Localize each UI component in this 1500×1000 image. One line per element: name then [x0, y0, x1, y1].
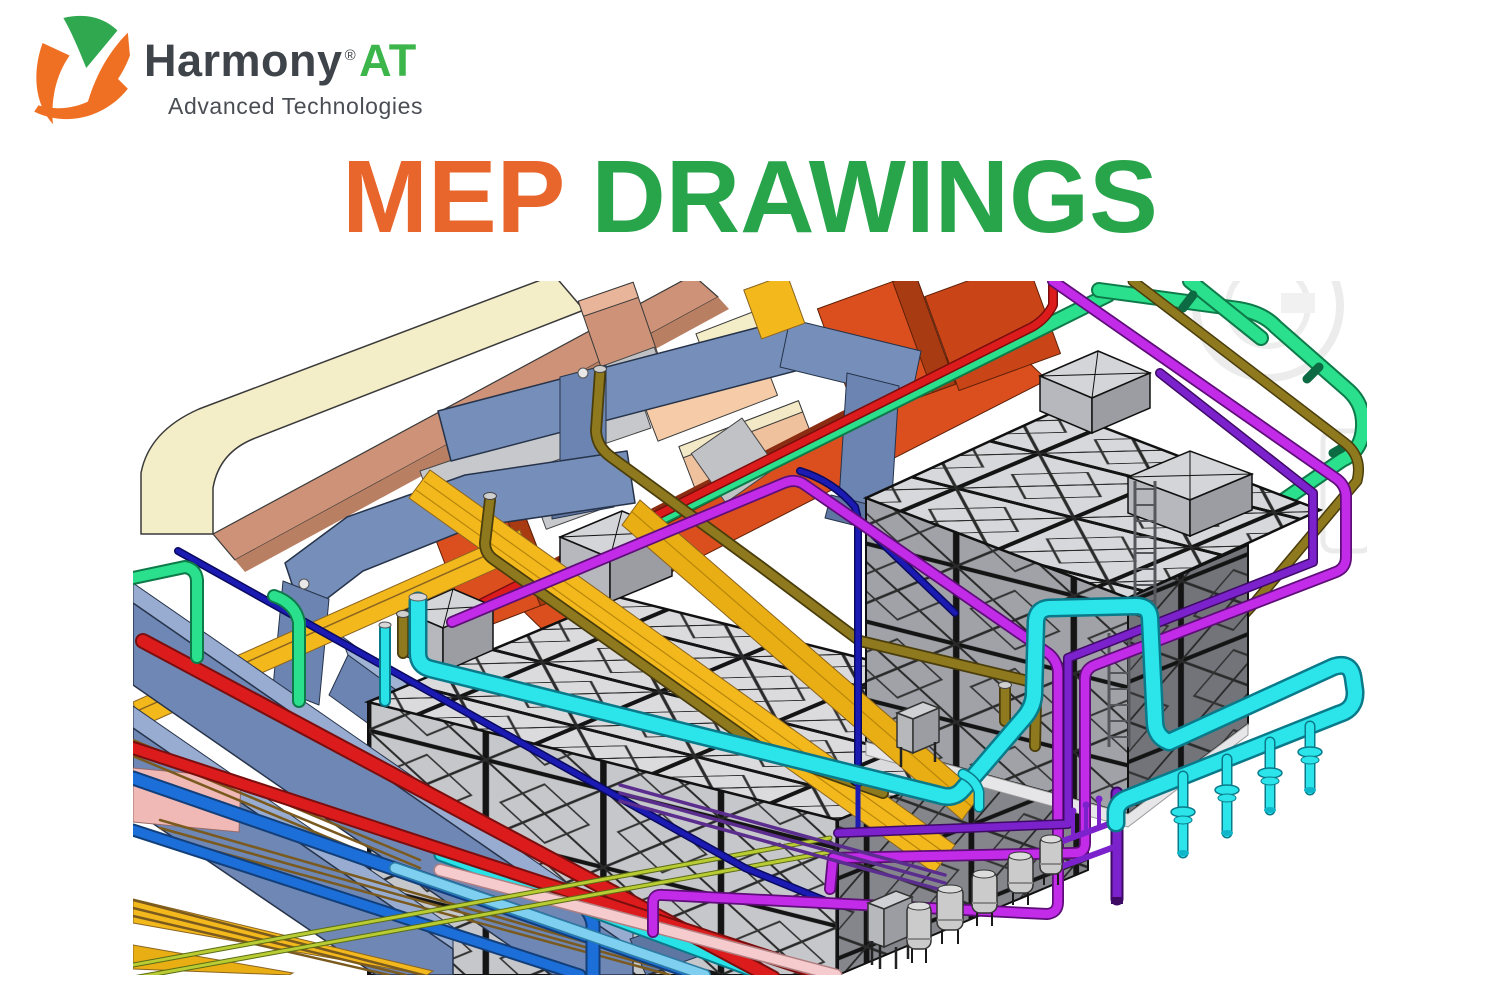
pipe-magenta — [447, 476, 1063, 937]
pipe-pink — [435, 865, 841, 975]
olive-pipes — [396, 365, 1043, 799]
left-cluster — [133, 582, 843, 975]
junction-box — [894, 701, 942, 767]
pump — [906, 901, 932, 963]
title-mep: MEP — [342, 139, 566, 254]
pipe-cyan — [411, 594, 1363, 830]
title-drawings: DRAWINGS — [591, 139, 1158, 254]
pipe-navy — [175, 548, 841, 909]
pump — [971, 869, 998, 926]
brand-text: Harmony®AT Advanced Technologies — [144, 38, 423, 120]
pipe-stubs — [133, 560, 392, 708]
brand-tagline: Advanced Technologies — [168, 93, 424, 119]
brand-name-line: Harmony®AT — [144, 38, 423, 83]
cyan-pipes — [408, 591, 1365, 859]
brand-suffix: AT — [359, 35, 417, 86]
brand-name: Harmony — [144, 35, 343, 86]
pump — [936, 884, 964, 944]
pipe-violet — [834, 369, 1317, 837]
registered-mark: ® — [344, 47, 357, 64]
mep-3d-model — [133, 281, 1367, 975]
pipe-lightblue — [390, 863, 710, 975]
pipe-yellowgreen — [133, 836, 832, 975]
mep-3d-model-svg — [133, 281, 1367, 975]
harmony-logo-icon — [34, 15, 130, 125]
roof-access-hatch — [1038, 350, 1255, 538]
pipe-red — [456, 281, 1057, 618]
brand-logo: Harmony®AT Advanced Technologies — [28, 10, 423, 128]
pump — [1039, 834, 1063, 885]
pump — [1007, 851, 1034, 905]
pipe-olive — [1129, 281, 1363, 797]
junction-box — [865, 890, 915, 969]
pump-set — [865, 701, 1063, 969]
drain-manifold-cyan — [1170, 720, 1323, 859]
